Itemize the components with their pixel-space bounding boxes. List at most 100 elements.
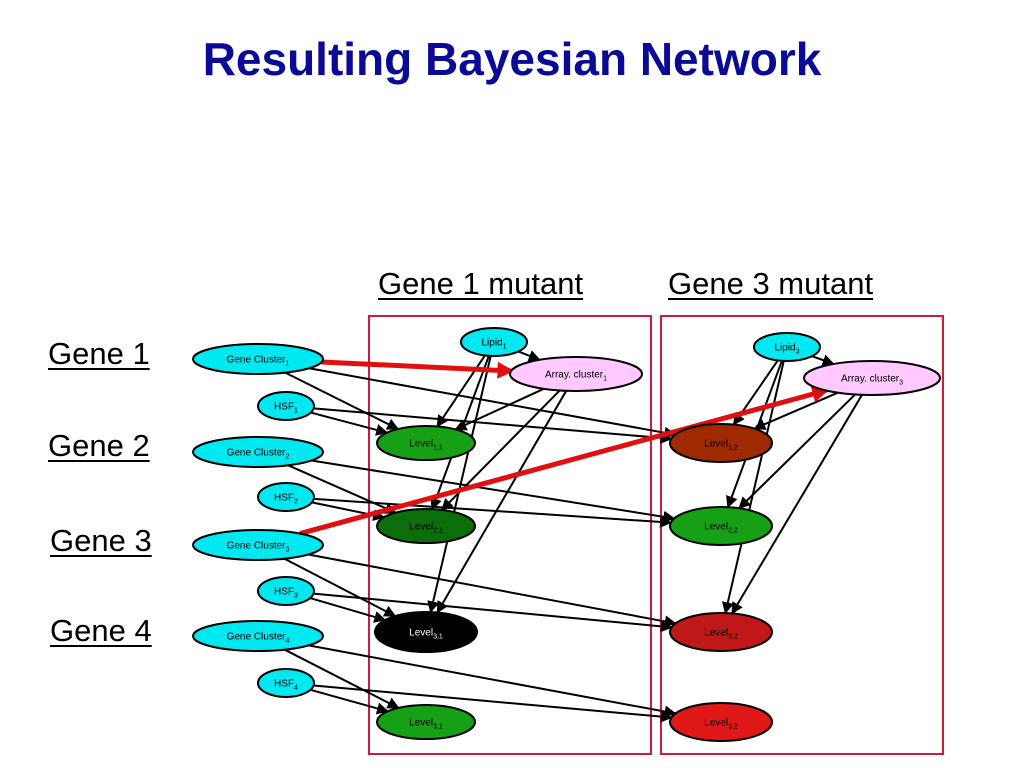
node-array1-label-base: Array. cluster (545, 370, 604, 381)
gene-3-mutant-header: Gene 3 mutant (668, 266, 874, 301)
node-hsf2-label-base: HSF (274, 493, 294, 504)
node-l21-shape (376, 508, 476, 544)
node-l12-label-base: Level (704, 439, 728, 450)
edge-hsf2-to-l22 (313, 497, 672, 528)
edge-hsf4-to-l41 (310, 688, 389, 715)
edge-gc4-to-l42 (308, 644, 677, 718)
node-hsf3: HSF3 (257, 576, 315, 606)
node-l42: Level3,2 (669, 702, 773, 742)
node-l41-label-base: Level (409, 718, 433, 729)
node-l11-shape (376, 425, 476, 461)
node-gc4: Gene Cluster4 (192, 620, 324, 652)
node-array3-label-base: Array. cluster (841, 374, 900, 385)
node-l42-shape (669, 702, 773, 742)
edge-hsf1-to-l12 (313, 407, 673, 444)
node-lipid1-label: Lipid1 (481, 338, 506, 351)
edge-array3-to-l22 (738, 393, 856, 510)
node-lipid3-label-base: Lipid (774, 343, 795, 354)
node-gc2: Gene Cluster2 (192, 436, 324, 468)
node-hsf4-label-sub: 4 (294, 685, 298, 692)
edge-array3-to-l32 (731, 394, 863, 615)
node-array3-label: Array. cluster3 (841, 374, 903, 387)
node-l22-shape (669, 506, 773, 546)
edges-layer (283, 350, 863, 723)
node-gc3-label-base: Gene Cluster (227, 541, 287, 552)
node-l22: Level2,2 (669, 506, 773, 546)
node-hsf4: HSF4 (257, 668, 315, 698)
edge-gc3-to-l32 (308, 553, 677, 628)
node-hsf2-shape (257, 482, 315, 512)
edge-gc1-to-l12 (308, 367, 677, 439)
gene3-mutant-box (660, 315, 944, 755)
node-hsf3-label-base: HSF (274, 587, 294, 598)
edge-array1-to-l31 (436, 390, 568, 614)
edge-hsf3-to-l31 (309, 597, 387, 623)
node-l21-label-base: Level (409, 522, 433, 533)
node-hsf1-label: HSF1 (274, 402, 298, 415)
node-lipid3-label-sub: 3 (796, 349, 800, 356)
gene1-mutant-box (368, 315, 652, 755)
node-hsf4-label: HSF4 (274, 679, 298, 692)
node-l42-label: Level3,2 (704, 718, 738, 731)
edge-array1-to-l11 (454, 387, 545, 431)
node-array3: Array. cluster3 (803, 360, 941, 396)
node-array1: Array. cluster1 (509, 356, 643, 392)
node-l22-label-sub: 2,2 (728, 528, 738, 535)
node-array3-shape (803, 360, 941, 396)
node-lipid3-shape (753, 332, 821, 362)
node-hsf2: HSF2 (257, 482, 315, 512)
node-hsf2-label: HSF2 (274, 493, 298, 506)
node-l41-shape (376, 704, 476, 740)
node-hsf2-label-sub: 2 (294, 499, 298, 506)
node-lipid1: Lipid1 (460, 327, 528, 357)
node-lipid1-label-sub: 1 (503, 344, 507, 351)
node-lipid3: Lipid3 (753, 332, 821, 362)
edge-hsf3-to-l32 (313, 592, 673, 633)
node-gc1-label-sub: 1 (286, 361, 290, 368)
node-hsf4-label-base: HSF (274, 679, 294, 690)
node-hsf3-shape (257, 576, 315, 606)
node-hsf1-label-base: HSF (274, 402, 294, 413)
gene-1-label: Gene 1 (48, 336, 150, 371)
node-gc2-label-sub: 2 (286, 454, 290, 461)
node-gc3-label: Gene Cluster3 (227, 541, 290, 554)
node-l31-shape (374, 611, 478, 653)
node-l12-shape (669, 423, 773, 463)
node-hsf3-label: HSF3 (274, 587, 298, 600)
gene-2-label: Gene 2 (48, 428, 150, 463)
node-array1-shape (509, 356, 643, 392)
node-gc3-label-sub: 3 (286, 547, 290, 554)
node-array1-label: Array. cluster1 (545, 370, 607, 383)
edge-gc3-to-l31 (283, 557, 397, 617)
node-l12: Level1,2 (669, 423, 773, 463)
node-gc1-label: Gene Cluster1 (227, 355, 290, 368)
node-gc4-shape (192, 620, 324, 652)
gene-3-label: Gene 3 (50, 523, 152, 558)
node-l21-label-sub: 2,1 (433, 528, 443, 535)
node-l31-label-sub: 3,1 (433, 634, 443, 641)
node-l31-label: Level3,1 (409, 628, 443, 641)
node-hsf1-label-sub: 1 (294, 408, 298, 415)
edge-gc2-to-l22 (311, 459, 676, 523)
gene-4-label: Gene 4 (50, 613, 152, 648)
node-gc1-shape (192, 343, 324, 375)
highlight-edge-gc1-to-array1 (321, 359, 515, 379)
node-hsf4-shape (257, 668, 315, 698)
node-l31-label-base: Level (409, 628, 433, 639)
node-l41: Level3,1 (376, 704, 476, 740)
node-l11-label-base: Level (409, 439, 433, 450)
gene-1-mutant-header: Gene 1 mutant (378, 266, 584, 301)
slide-title: Resulting Bayesian Network (202, 33, 822, 85)
node-gc4-label-sub: 4 (286, 638, 290, 645)
node-lipid3-label: Lipid3 (774, 343, 799, 356)
node-array1-label-sub: 1 (603, 376, 607, 383)
node-lipid1-label-base: Lipid (481, 338, 502, 349)
node-l32-label-sub: 3,2 (728, 634, 738, 641)
node-l42-label-sub: 3,2 (728, 724, 738, 731)
edge-hsf1-to-l11 (310, 411, 389, 436)
node-l41-label: Level3,1 (409, 718, 443, 731)
node-l31: Level3,1 (374, 611, 478, 653)
node-hsf1-shape (257, 391, 315, 421)
